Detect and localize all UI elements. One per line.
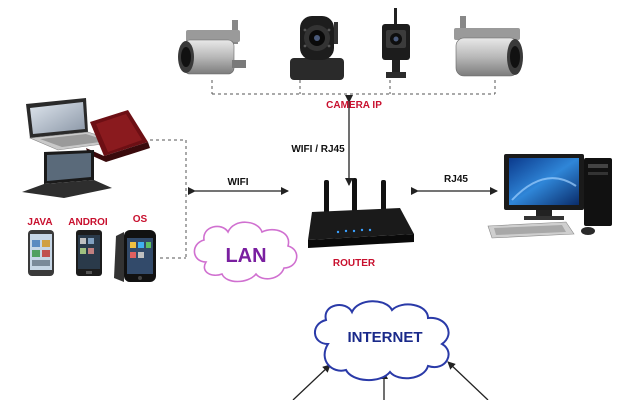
lan-cloud (193, 221, 298, 283)
phone-android-label: ANDROI (68, 217, 108, 228)
desktop-computer (487, 154, 612, 239)
rj45-label: RJ45 (444, 174, 468, 185)
laptop-dark (22, 150, 112, 198)
phone-ios-label: OS (133, 214, 148, 225)
camera-ip-label: CAMERA IP (326, 100, 382, 111)
internet-arrow-left (292, 364, 331, 400)
dome-camera (290, 16, 344, 80)
box-camera (382, 8, 410, 78)
camera-bus-line (211, 80, 496, 95)
phone-android (76, 230, 102, 276)
lan-label: LAN (225, 245, 266, 267)
wifi-rj45-label: WIFI / RJ45 (291, 144, 345, 155)
phone-java-label: JAVA (27, 217, 52, 228)
wifi-label: WIFI (227, 177, 248, 188)
phone-java (28, 230, 54, 276)
bullet-camera-2 (454, 16, 523, 77)
internet-label: INTERNET (348, 329, 423, 346)
bullet-camera-1 (178, 20, 246, 75)
internet-arrow-right (447, 361, 489, 400)
phone-ios (114, 230, 156, 282)
laptop-red (86, 110, 150, 162)
devices-bracket-line (150, 139, 187, 259)
router-label: ROUTER (333, 258, 376, 269)
router (308, 178, 414, 248)
internet-cloud (314, 300, 450, 381)
